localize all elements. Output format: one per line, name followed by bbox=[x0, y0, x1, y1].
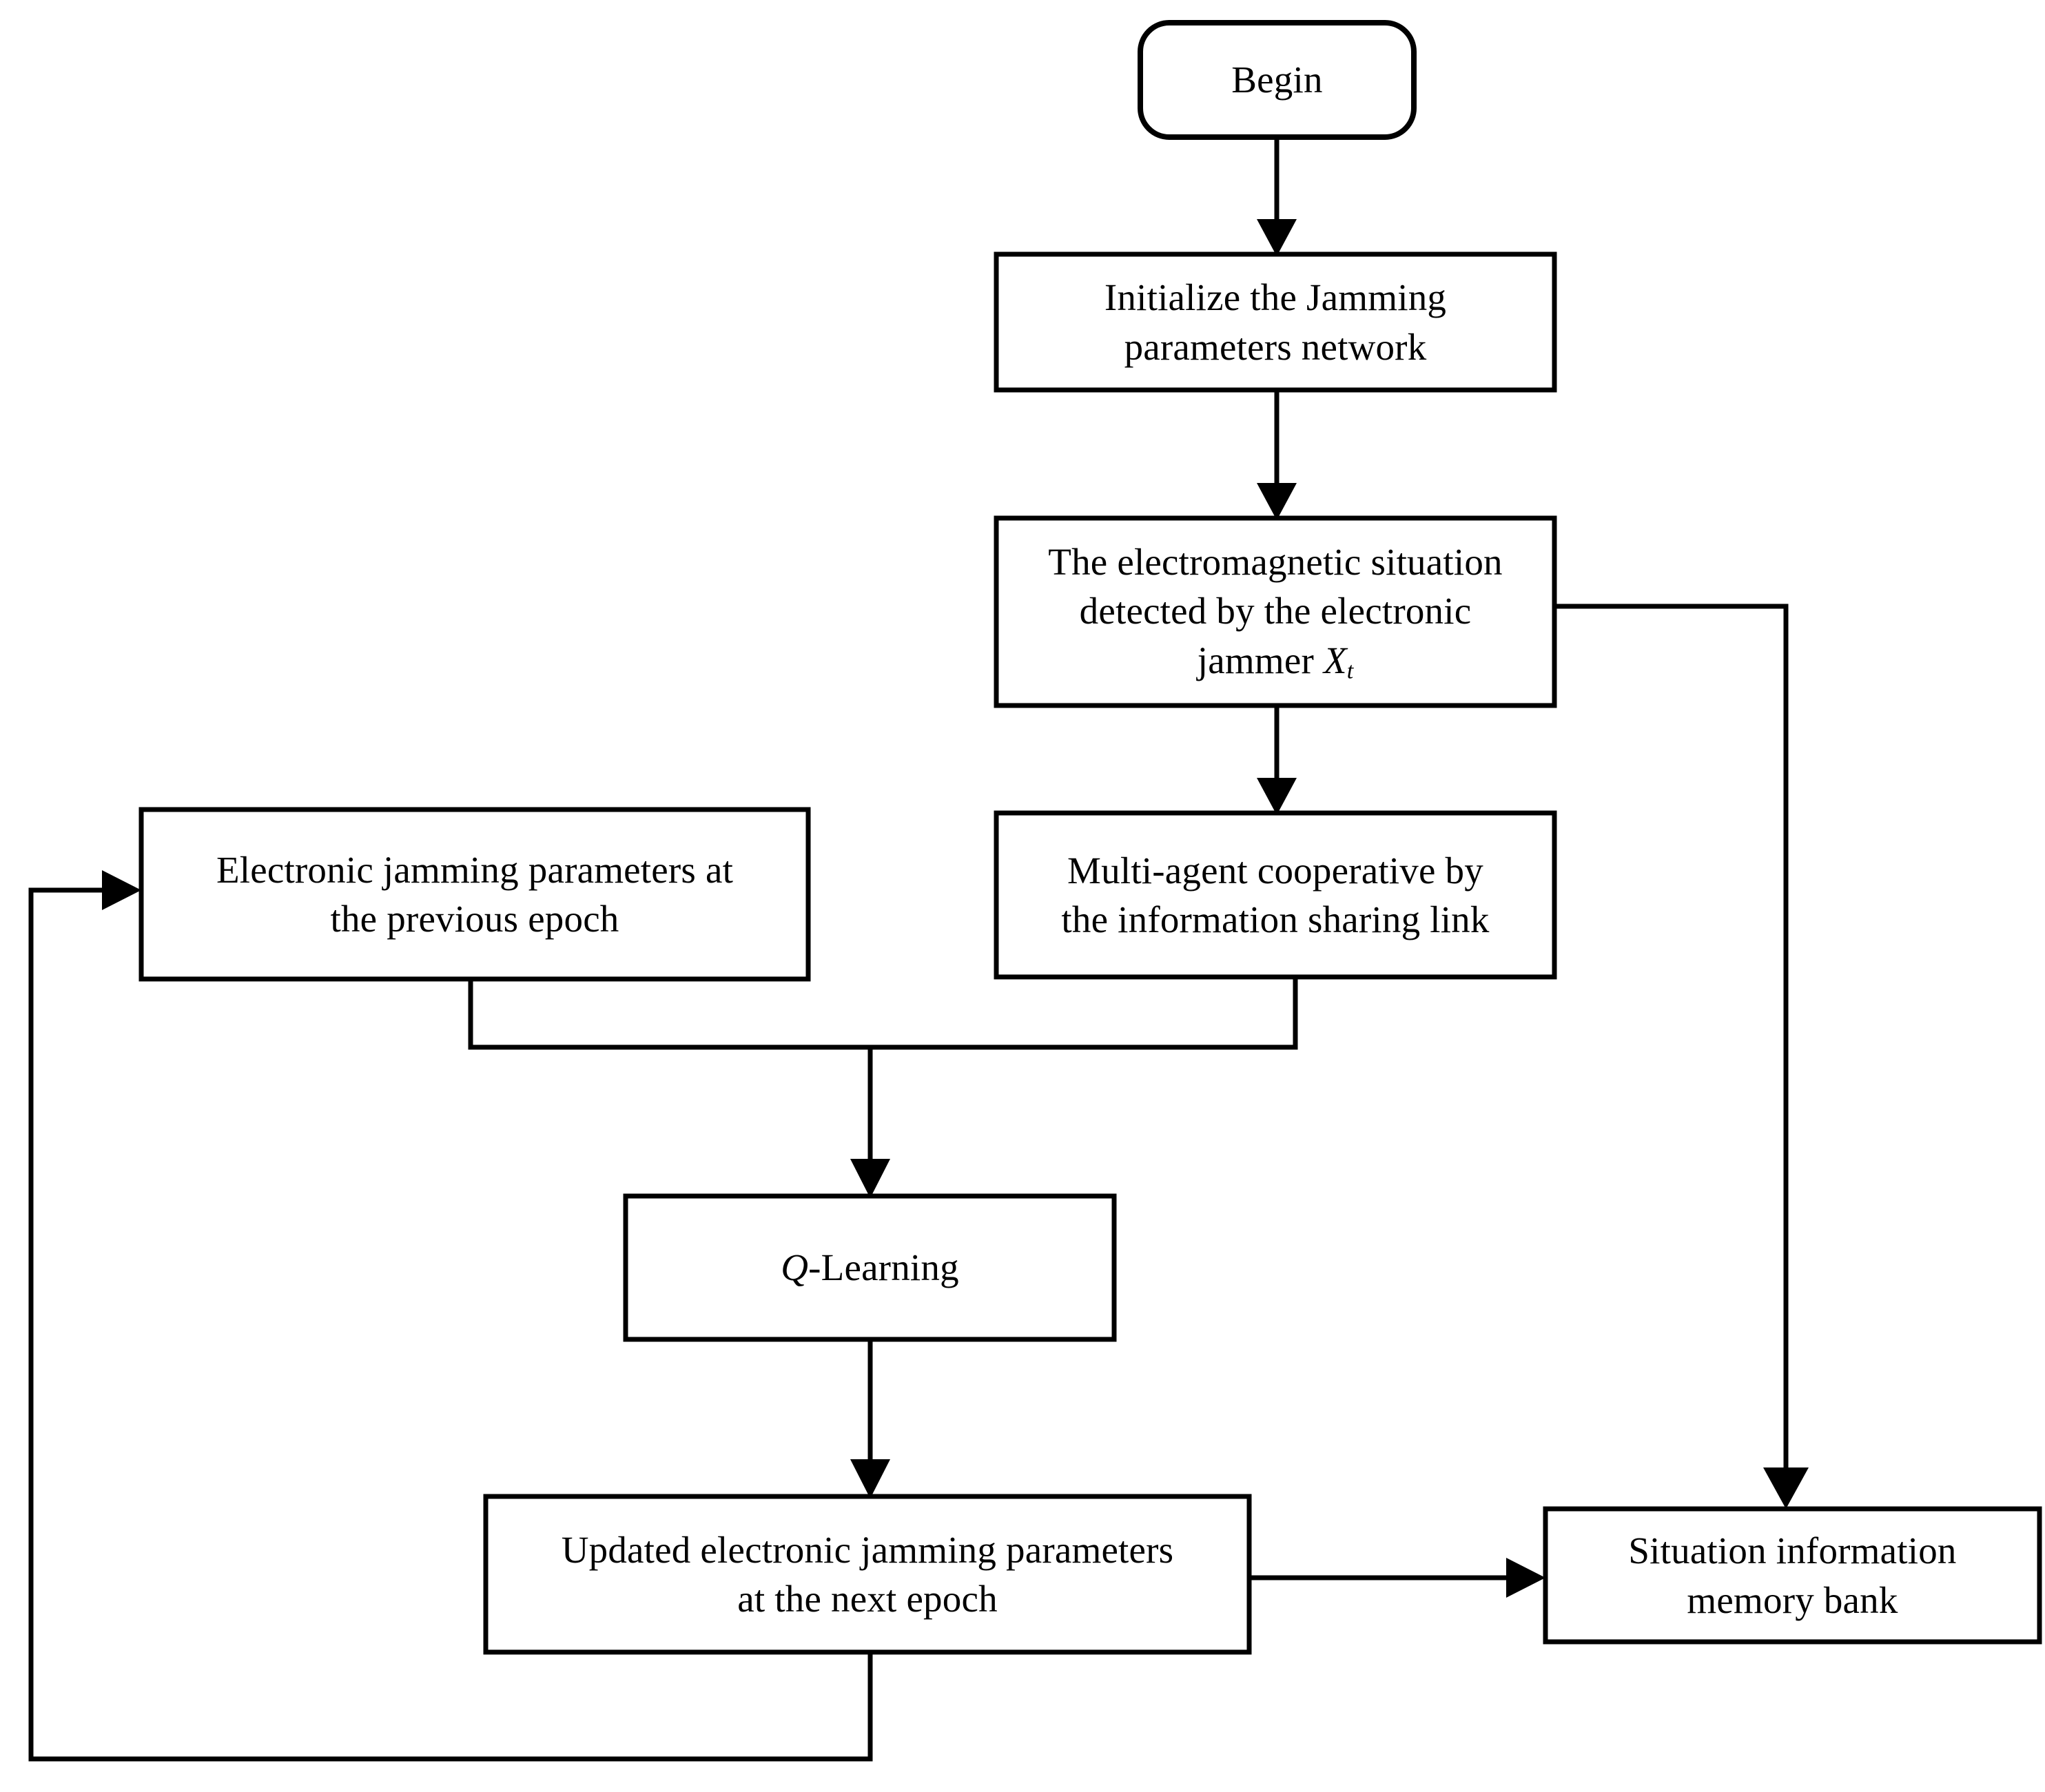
edge-begin-to-initialize bbox=[1257, 137, 1297, 256]
node-situation-detect-shape[interactable] bbox=[994, 515, 1557, 708]
node-q-learning-shape[interactable] bbox=[623, 1193, 1117, 1342]
edge-merge-to-q-learning bbox=[468, 977, 1298, 1198]
node-multi-agent-shape[interactable] bbox=[994, 810, 1557, 980]
edge-situation-to-multi-agent bbox=[1257, 706, 1297, 815]
node-previous-epoch-shape[interactable] bbox=[138, 807, 811, 982]
edge-situation-to-memory-bank bbox=[1554, 604, 1809, 1509]
node-memory-bank-shape[interactable] bbox=[1543, 1506, 2042, 1645]
node-initialize-shape[interactable] bbox=[994, 251, 1557, 393]
node-updated-epoch-shape[interactable] bbox=[483, 1494, 1252, 1655]
edge-updated-to-previous-epoch-feedback bbox=[28, 870, 873, 1762]
edge-initialize-to-situation bbox=[1257, 390, 1297, 520]
node-begin-shape[interactable] bbox=[1138, 20, 1417, 140]
edge-q-learning-to-updated bbox=[850, 1339, 890, 1499]
edge-updated-to-memory-bank bbox=[1249, 1558, 1545, 1598]
